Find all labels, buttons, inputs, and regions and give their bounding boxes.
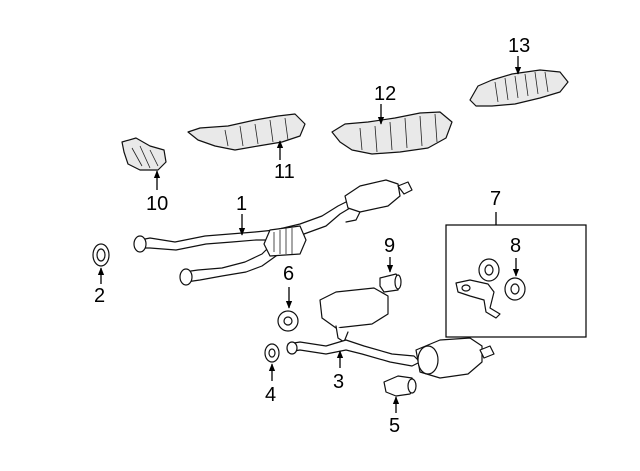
- callout-2: 2: [94, 285, 105, 307]
- callout-4: 4: [265, 384, 276, 406]
- muffler-tailpipe-assembly-part[interactable]: [286, 287, 495, 379]
- callout-10: 10: [146, 193, 168, 215]
- callout-5: 5: [389, 415, 400, 437]
- tailpipe-tip-part[interactable]: [379, 273, 402, 293]
- muffler-gasket-part[interactable]: [264, 343, 280, 363]
- heat-shield-center-part[interactable]: [331, 111, 453, 155]
- callout-8: 8: [510, 235, 521, 257]
- tailpipe-extension-part[interactable]: [383, 375, 417, 397]
- callout-3: 3: [333, 371, 344, 393]
- callout-7: 7: [490, 188, 501, 210]
- callout-1: 1: [236, 193, 247, 215]
- callout-6: 6: [283, 263, 294, 285]
- callout-11: 11: [274, 161, 295, 183]
- callout-13: 13: [508, 35, 530, 57]
- front-pipe-catalytic-converter-part[interactable]: [133, 179, 413, 286]
- gasket-part[interactable]: [92, 243, 110, 267]
- manifold-heat-shield-part[interactable]: [121, 137, 167, 171]
- exhaust-hanger-insulator-part[interactable]: [504, 277, 526, 301]
- heat-shield-rear-part[interactable]: [469, 69, 569, 107]
- exhaust-hanger-part[interactable]: [478, 258, 500, 282]
- exhaust-hanger-rear-part[interactable]: [277, 310, 299, 332]
- hanger-bracket-part[interactable]: [455, 279, 501, 319]
- callout-12: 12: [374, 83, 396, 105]
- callout-9: 9: [384, 235, 395, 257]
- heat-shield-front-part[interactable]: [187, 113, 306, 151]
- hanger-kit-box: [445, 224, 587, 338]
